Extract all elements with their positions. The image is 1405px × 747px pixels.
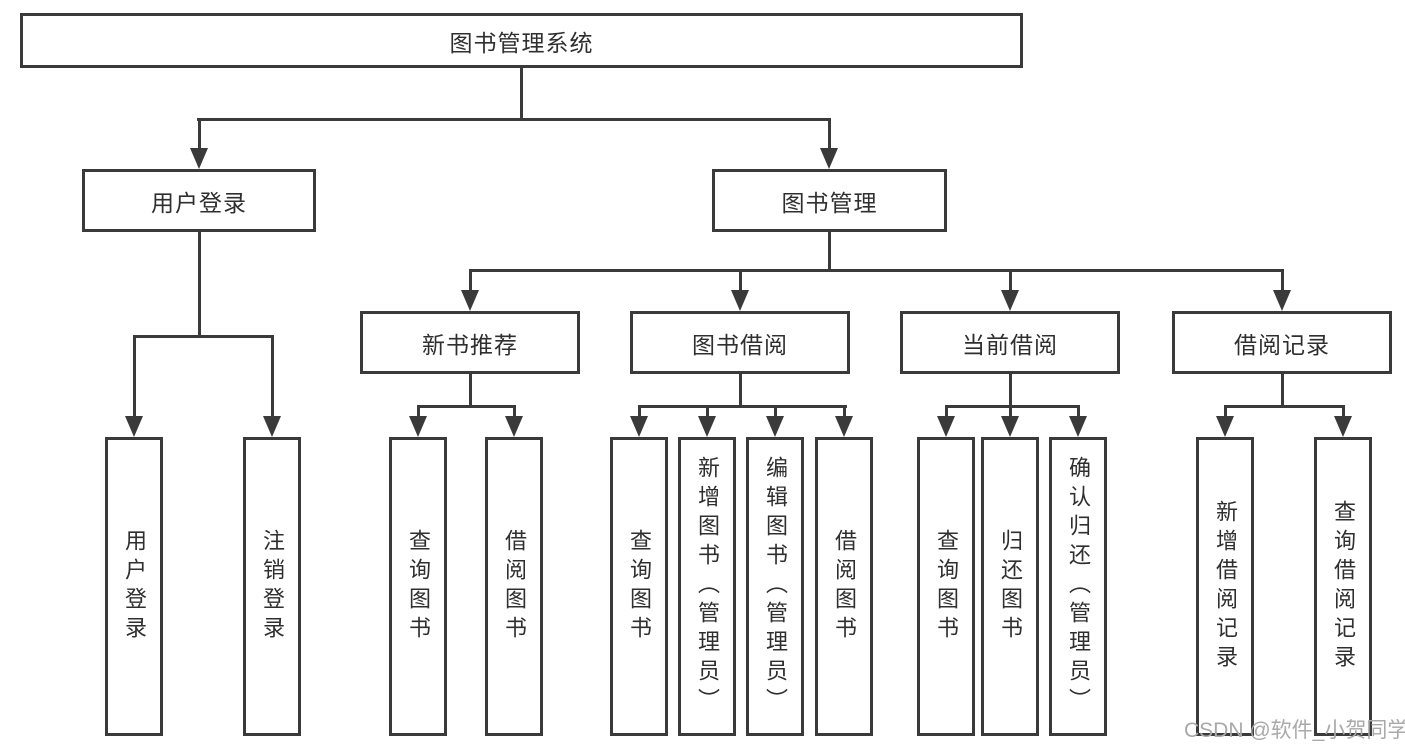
leaf-user-login: 用户登录 — [105, 437, 163, 736]
arrow-down-icon — [1273, 290, 1291, 311]
arrow-down-icon — [835, 416, 853, 437]
connector-book-management-stem — [828, 232, 831, 271]
connector-user-login-stem — [198, 232, 201, 335]
leaf-label: 查询图书 — [934, 528, 959, 645]
arrow-down-icon — [125, 416, 143, 437]
csdn-watermark: CSDN @软件_小贺同学 — [1184, 719, 1405, 742]
arrow-down-icon — [505, 416, 523, 437]
node-label: 图书借阅 — [692, 331, 788, 358]
connector-to-leaf — [706, 405, 709, 416]
connector-to-leaf — [638, 405, 641, 416]
leaf-label: 借阅图书 — [832, 528, 857, 645]
connector-to-leaf — [843, 405, 846, 416]
leaf-return-book: 归还图书 — [981, 437, 1039, 736]
connector-user-login-bar — [133, 335, 273, 338]
leaf-edit-book-admin: 编辑图书（管理员） — [746, 437, 804, 736]
leaf-query-book: 查询图书 — [917, 437, 975, 736]
arrow-down-icon — [937, 416, 955, 437]
leaf-logout: 注销登录 — [243, 437, 301, 736]
leaf-borrow-book: 借阅图书 — [815, 437, 873, 736]
connector-root-stem — [520, 68, 523, 118]
connector-to-leaf — [1009, 405, 1012, 416]
leaf-label: 新增图书（管理员） — [695, 456, 720, 717]
connector-level2-bar — [197, 118, 831, 121]
connector-to-leaf — [133, 335, 136, 416]
node-book-management: 图书管理 — [712, 169, 947, 232]
leaf-add-borrow-record: 新增借阅记录 — [1196, 437, 1254, 736]
connector-to-level3 — [1009, 269, 1012, 290]
arrow-down-icon — [461, 290, 479, 311]
connector-to-leaf — [1342, 405, 1345, 416]
connector-borrow-bar — [638, 405, 847, 408]
connector-to-leaf — [774, 405, 777, 416]
leaf-label: 编辑图书（管理员） — [763, 456, 788, 717]
leaf-label: 借阅图书 — [502, 528, 527, 645]
node-user-login: 用户登录 — [82, 169, 316, 232]
arrow-down-icon — [1216, 416, 1234, 437]
leaf-query-book: 查询图书 — [389, 437, 447, 736]
arrow-down-icon — [263, 416, 281, 437]
node-root-label: 图书管理系统 — [449, 29, 594, 56]
leaf-label: 用户登录 — [122, 528, 147, 645]
arrow-down-icon — [766, 416, 784, 437]
connector-to-leaf — [417, 405, 420, 416]
arrow-down-icon — [820, 148, 838, 169]
node-current-borrow: 当前借阅 — [900, 311, 1120, 374]
node-borrow-record: 借阅记录 — [1172, 311, 1392, 374]
connector-record-stem — [1281, 374, 1284, 405]
connector-to-leaf — [271, 335, 274, 416]
connector-to-level3 — [739, 269, 742, 290]
connector-record-bar — [1224, 405, 1345, 408]
connector-to-leaf — [945, 405, 948, 416]
connector-current-bar — [945, 405, 1080, 408]
leaf-label: 注销登录 — [260, 528, 285, 645]
connector-borrow-stem — [739, 374, 742, 405]
leaf-query-borrow-record: 查询借阅记录 — [1314, 437, 1372, 736]
leaf-label: 查询借阅记录 — [1331, 499, 1356, 674]
arrow-down-icon — [1334, 416, 1352, 437]
node-label: 用户登录 — [151, 189, 247, 216]
arrow-down-icon — [190, 148, 208, 169]
connector-current-stem — [1009, 374, 1012, 405]
arrow-down-icon — [630, 416, 648, 437]
connector-to-leaf — [1077, 405, 1080, 416]
arrow-down-icon — [1069, 416, 1087, 437]
leaf-query-book: 查询图书 — [610, 437, 668, 736]
arrow-down-icon — [698, 416, 716, 437]
leaf-label: 归还图书 — [998, 528, 1023, 645]
leaf-label: 查询图书 — [627, 528, 652, 645]
node-label: 新书推荐 — [422, 331, 518, 358]
node-new-book-recommend: 新书推荐 — [360, 311, 580, 374]
leaf-label: 查询图书 — [406, 528, 431, 645]
connector-to-leaf — [1224, 405, 1227, 416]
arrow-down-icon — [731, 290, 749, 311]
node-label: 借阅记录 — [1234, 331, 1330, 358]
connector-to-book-management — [828, 118, 831, 148]
connector-level3-bar — [469, 269, 1284, 272]
arrow-down-icon — [1001, 290, 1019, 311]
leaf-label: 新增借阅记录 — [1213, 499, 1238, 674]
leaf-add-book-admin: 新增图书（管理员） — [678, 437, 736, 736]
connector-to-level3 — [1281, 269, 1284, 290]
connector-recommend-stem — [469, 374, 472, 405]
leaf-label: 确认归还（管理员） — [1066, 456, 1091, 717]
node-book-borrow: 图书借阅 — [630, 311, 850, 374]
connector-to-user-login — [198, 118, 201, 148]
leaf-borrow-book: 借阅图书 — [485, 437, 543, 736]
arrow-down-icon — [409, 416, 427, 437]
node-root: 图书管理系统 — [20, 13, 1023, 68]
leaf-confirm-return-admin: 确认归还（管理员） — [1049, 437, 1107, 736]
node-label: 图书管理 — [781, 189, 878, 216]
connector-to-leaf — [513, 405, 516, 416]
connector-recommend-bar — [417, 405, 516, 408]
connector-to-level3 — [469, 269, 472, 290]
node-label: 当前借阅 — [962, 331, 1058, 358]
arrow-down-icon — [1001, 416, 1019, 437]
